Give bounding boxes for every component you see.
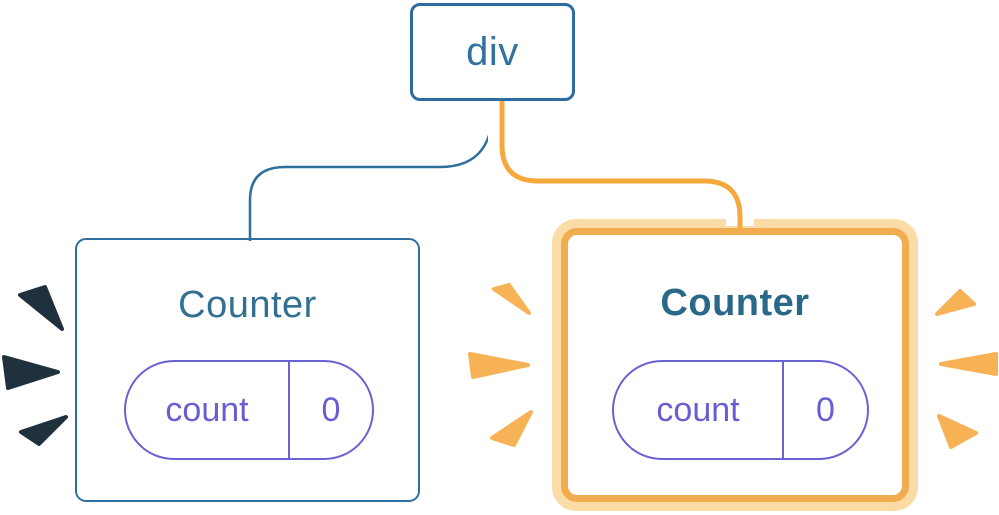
render-burst-icon <box>2 285 68 446</box>
state-pill: count 0 <box>612 360 869 460</box>
edge-root-to-left-counter <box>248 99 496 241</box>
burst-ray <box>18 285 64 331</box>
counter-title: Counter <box>178 284 317 326</box>
root-node-label: div <box>466 29 519 74</box>
burst-ray <box>937 414 978 449</box>
burst-ray <box>2 355 60 390</box>
state-value: 0 <box>321 390 341 429</box>
state-key: count <box>126 362 290 458</box>
counter-card-right-inner: Counter count 0 <box>561 228 909 502</box>
state-burst-icon <box>935 289 998 449</box>
root-node: div <box>410 3 575 101</box>
burst-ray <box>939 352 998 376</box>
counter-card-left: Counter count 0 <box>75 238 420 502</box>
edge-highlight-casing <box>488 101 754 226</box>
state-value: 0 <box>816 390 835 429</box>
burst-ray <box>935 289 976 316</box>
burst-ray <box>492 283 531 315</box>
burst-ray <box>490 410 533 447</box>
counter-card-right: Counter count 0 <box>552 219 918 511</box>
state-pill: count 0 <box>124 360 374 460</box>
state-burst-icon <box>468 283 533 447</box>
state-key: count <box>614 362 784 458</box>
edge-root-to-right-counter <box>499 101 743 230</box>
burst-ray <box>468 352 530 379</box>
counter-title: Counter <box>660 282 810 324</box>
burst-ray <box>19 415 68 446</box>
